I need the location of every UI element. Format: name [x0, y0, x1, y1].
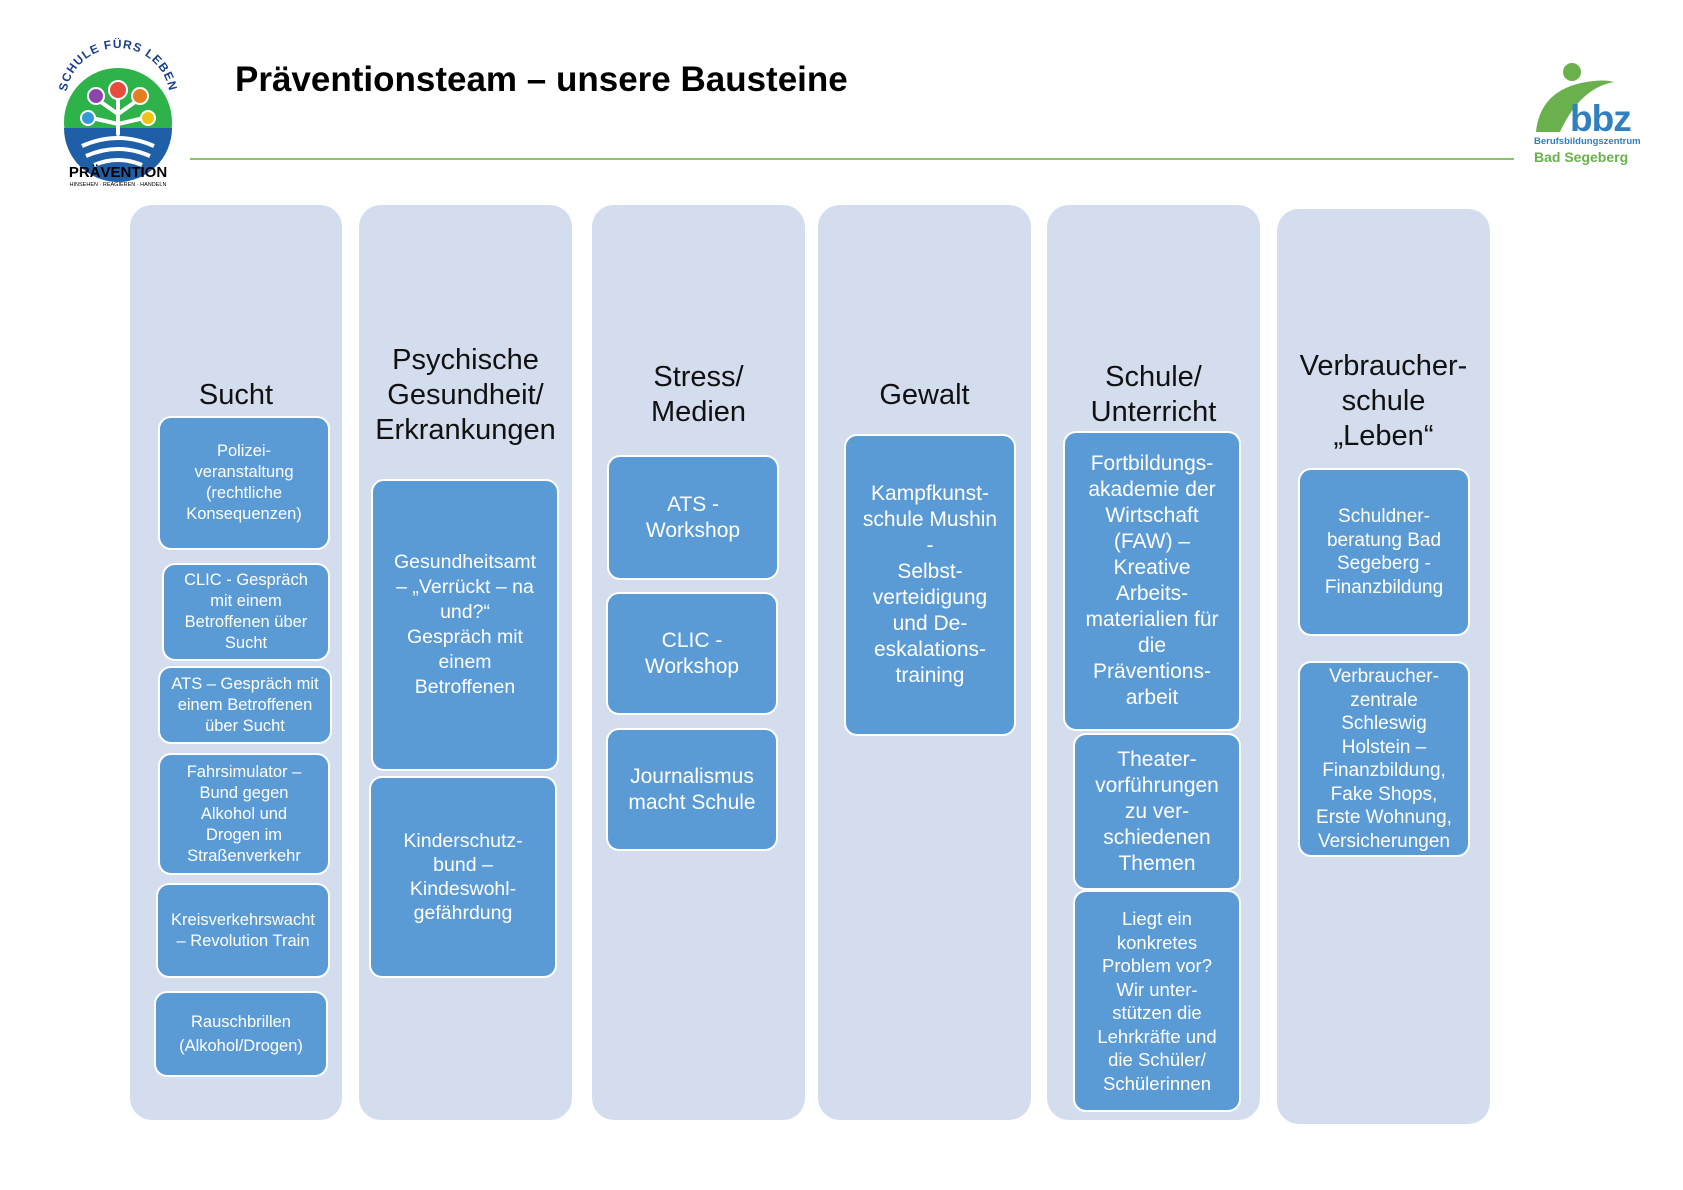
column-heading: Schule/ Unterricht	[1090, 361, 1217, 428]
item-box: CLIC - Workshop	[606, 592, 778, 715]
item-box: Journalismus macht Schule	[606, 728, 778, 851]
praevention-logo: SCHULE FÜRS LEBEN PRÄVENTION HINSEHEN · …	[52, 36, 184, 188]
bbz-line1: Berufsbildungszentrum	[1534, 136, 1641, 147]
column-psychische-gesundheit: Psychische Gesundheit/ Erkrankungen Gesu…	[359, 205, 572, 1120]
column-verbraucherschule: Verbraucher- schule „Leben“ Schuldner- b…	[1277, 209, 1490, 1124]
logo-tagline: HINSEHEN · REAGIEREN · HANDELN	[70, 182, 167, 188]
item-box: Liegt ein konkretes Problem vor? Wir unt…	[1073, 890, 1241, 1112]
column-heading: Psychische Gesundheit/ Erkrankungen	[375, 344, 556, 446]
logo-label: PRÄVENTION	[69, 164, 167, 181]
bbz-figure-icon	[1536, 63, 1614, 132]
column-heading: Stress/ Medien	[650, 361, 747, 428]
item-box: Fortbildungs- akademie der Wirtschaft (F…	[1063, 431, 1241, 731]
column-gewalt: Gewalt Kampfkunst- schule Mushin - Selbs…	[818, 205, 1031, 1120]
item-box: Polizei- veranstaltung (rechtliche Konse…	[158, 416, 330, 550]
item-box: Kampfkunst- schule Mushin - Selbst- vert…	[844, 434, 1016, 736]
item-box: CLIC - Gespräch mit einem Betroffenen üb…	[162, 563, 330, 661]
column-heading: Gewalt	[879, 379, 970, 411]
column-heading: Sucht	[198, 379, 274, 411]
bbz-brand: bbz	[1570, 98, 1632, 139]
praevention-logo-icon: SCHULE FÜRS LEBEN PRÄVENTION HINSEHEN · …	[56, 36, 179, 188]
bbz-line2: Bad Segeberg	[1534, 149, 1629, 165]
column-schule-unterricht: Schule/ Unterricht Fortbildungs- akademi…	[1047, 205, 1260, 1120]
page-title: Präventionsteam – unsere Bausteine	[235, 60, 848, 99]
item-box: ATS – Gespräch mit einem Betroffenen übe…	[158, 666, 332, 744]
column-sucht: Sucht Polizei- veranstaltung (rechtliche…	[130, 205, 342, 1120]
item-box: Fahrsimulator – Bund gegen Alkohol und D…	[158, 753, 330, 875]
column-stress-medien: Stress/ Medien ATS - Workshop CLIC - Wor…	[592, 205, 805, 1120]
item-box: Theater- vorführungen zu ver- schiedenen…	[1073, 733, 1241, 890]
item-box: ATS - Workshop	[607, 455, 779, 580]
item-box: Verbraucher- zentrale Schleswig Holstein…	[1298, 661, 1470, 857]
item-box: Rauschbrillen (Alkohol/Drogen)	[154, 991, 328, 1077]
item-box: Schuldner- beratung Bad Segeberg - Finan…	[1298, 468, 1470, 636]
column-heading: Verbraucher- schule „Leben“	[1299, 350, 1468, 452]
item-box: Kinderschutz- bund – Kindeswohl- gefährd…	[369, 776, 557, 978]
item-box: Gesundheitsamt – „Verrückt – na und?“ Ge…	[371, 479, 559, 771]
header-divider	[190, 158, 1514, 160]
bbz-logo: bbz Berufsbildungszentrum Bad Segeberg	[1530, 60, 1670, 170]
item-box: Kreisverkehrswacht – Revolution Train	[156, 883, 330, 978]
